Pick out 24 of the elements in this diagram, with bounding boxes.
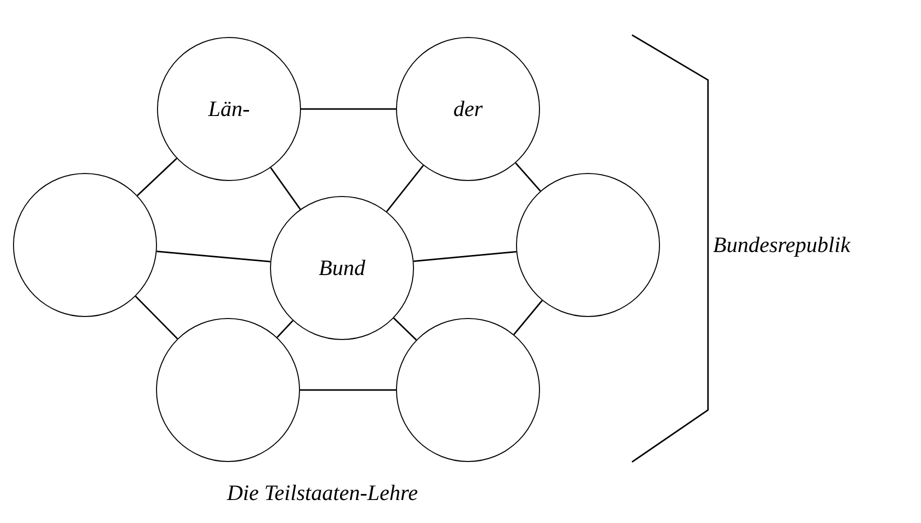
connector-line (270, 167, 301, 210)
node-label: der (453, 96, 483, 122)
connector-line (515, 162, 541, 192)
caption: Die Teilstaaten-Lehre (227, 480, 418, 506)
connector-line (276, 320, 294, 338)
circle-node (156, 318, 300, 462)
connector-line (300, 389, 396, 391)
circle-node (13, 173, 157, 317)
circle-node (270, 196, 414, 340)
connector-line (393, 318, 417, 340)
connector-line (135, 296, 178, 340)
circle-node (516, 173, 660, 317)
connector-line (136, 158, 178, 196)
circle-node (157, 37, 301, 181)
connector-line (414, 250, 516, 262)
circle-node (396, 37, 540, 181)
node-label: Bund (318, 255, 366, 281)
circle-node (396, 318, 540, 462)
connector-line (513, 300, 543, 335)
connector-line (301, 108, 396, 110)
connector-line (386, 164, 424, 212)
connector-line (156, 250, 270, 262)
group-label: Bundesrepublik (713, 232, 850, 258)
node-label: Län- (208, 96, 250, 122)
